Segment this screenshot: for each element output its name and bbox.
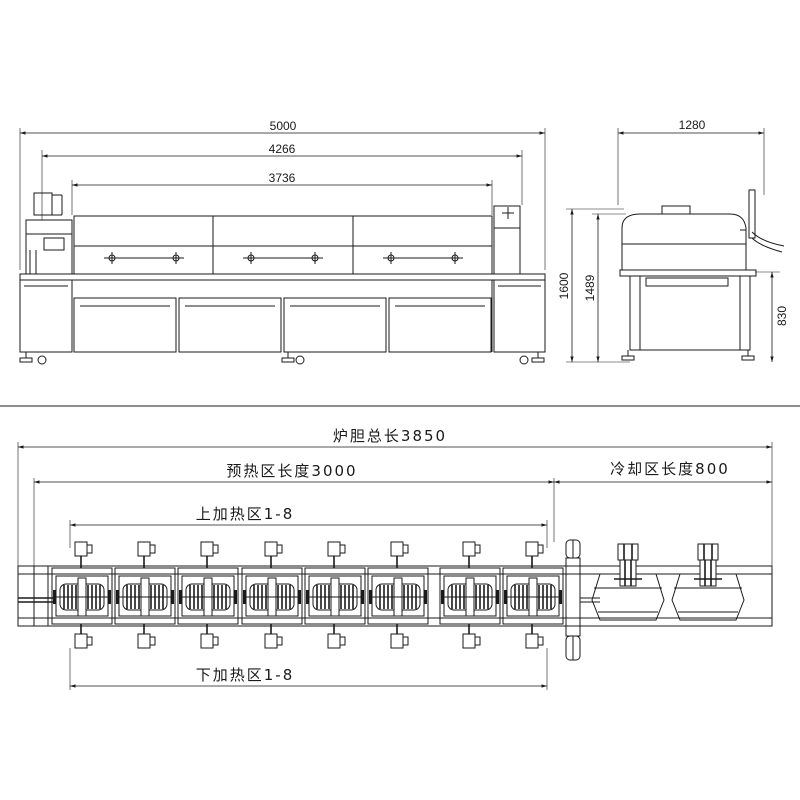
dim-chamber: 3736 <box>269 171 296 185</box>
dim-width: 1280 <box>679 118 706 132</box>
heater-module-6 <box>367 541 429 649</box>
conveyor-rail <box>19 273 546 281</box>
chamber-cover <box>73 215 493 275</box>
base-cabinet-left <box>19 279 73 353</box>
heater-module-2 <box>114 541 176 649</box>
heater-module-8 <box>502 541 564 649</box>
base-door-3 <box>283 297 387 353</box>
side-view: 1280 1600 1489 830 <box>557 118 789 363</box>
side-cover <box>621 213 747 271</box>
heater-modules <box>51 541 564 649</box>
base-door-2 <box>178 297 282 353</box>
heater-module-4 <box>241 541 303 649</box>
label-preheat-zone: 预热区长度3000 <box>226 462 357 480</box>
heater-module-3 <box>177 541 239 649</box>
control-box <box>25 219 73 275</box>
exit-box <box>493 205 521 275</box>
monitor <box>33 192 53 216</box>
heater-module-7 <box>439 541 501 649</box>
plan-view: 炉胆总长3850 预热区长度3000 冷却区长度800 上加热区1-8 下加热区… <box>17 427 773 690</box>
feet <box>19 352 545 365</box>
dim-cover-height: 1489 <box>583 274 597 301</box>
furnace-body <box>17 565 773 627</box>
side-monitor <box>748 189 756 239</box>
heater-module-5 <box>304 541 366 649</box>
cooling-separator <box>565 539 600 661</box>
dim-base-height: 830 <box>775 306 789 326</box>
cooler-module-1 <box>591 543 665 621</box>
base-cabinet-right <box>493 279 546 353</box>
label-upper-heating: 上加热区1-8 <box>196 505 295 523</box>
heater-module-1 <box>51 541 113 649</box>
front-view: 5000 4266 3736 <box>19 119 546 365</box>
dim-total-height: 1600 <box>557 272 571 299</box>
cooler-module-2 <box>671 543 745 621</box>
dim-overall: 5000 <box>270 119 297 133</box>
label-cooling-zone: 冷却区长度800 <box>610 460 730 478</box>
base-door-4 <box>388 297 492 353</box>
dim-inner: 4266 <box>269 142 296 156</box>
base-door-1 <box>73 297 177 353</box>
side-base <box>629 275 751 351</box>
label-furnace-length: 炉胆总长3850 <box>333 427 447 445</box>
cooler-modules <box>591 543 745 621</box>
label-lower-heating: 下加热区1-8 <box>196 666 295 684</box>
